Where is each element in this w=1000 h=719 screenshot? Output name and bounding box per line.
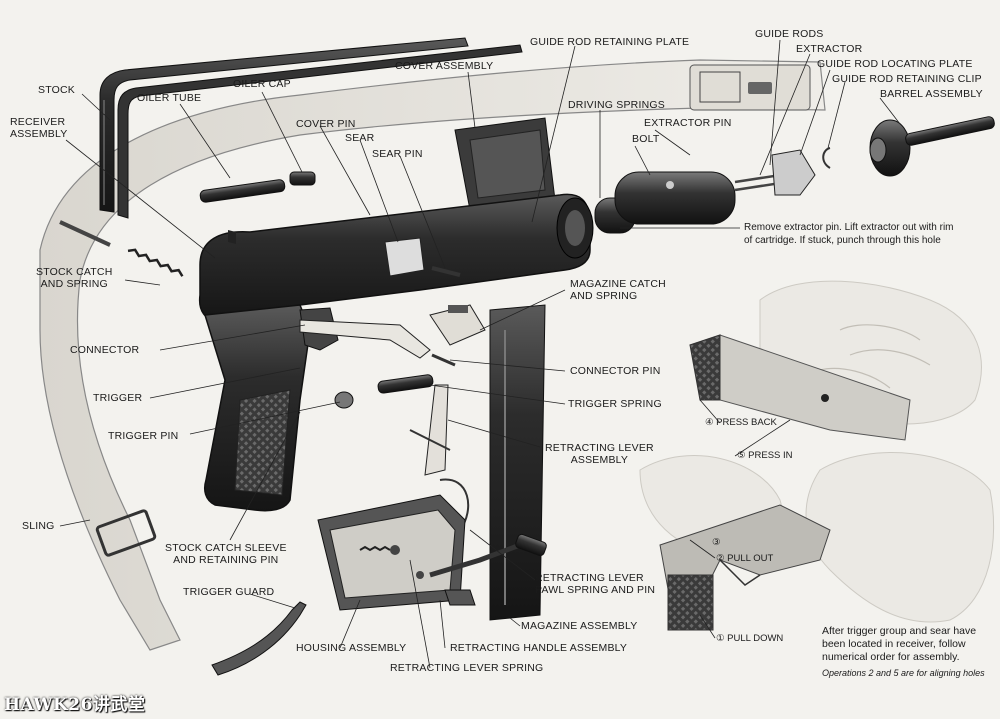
trigger-spring-part	[377, 374, 434, 394]
label-magazine-catch-and-spring: MAGAZINE CATCH AND SPRING	[570, 278, 666, 302]
assembly-small-note: Operations 2 and 5 are for aligning hole…	[822, 668, 985, 678]
label-retracting-handle-assembly: RETRACTING HANDLE ASSEMBLY	[450, 642, 628, 654]
label-extractor: EXTRACTOR	[796, 43, 863, 55]
step-pull-out: ② PULL OUT	[716, 553, 774, 564]
extractor-note: Remove extractor pin. Lift extractor out…	[744, 222, 954, 246]
label-guide-rod-retaining-clip: GUIDE ROD RETAINING CLIP	[832, 73, 982, 85]
label-bolt: BOLT	[632, 133, 660, 145]
label-stock-catch-sleeve: STOCK CATCH SLEEVE AND RETAINING PIN	[165, 542, 287, 566]
housing-small-parts	[390, 545, 424, 579]
retracting-handle-part	[429, 533, 547, 606]
label-stock-catch-and-spring: STOCK CATCH AND SPRING	[36, 266, 113, 290]
step-press-back: ④ PRESS BACK	[705, 417, 777, 428]
label-cover-assembly: COVER ASSEMBLY	[395, 60, 494, 72]
label-barrel-assembly: BARREL ASSEMBLY	[880, 88, 983, 100]
label-magazine-assembly: MAGAZINE ASSEMBLY	[521, 620, 638, 632]
label-connector-pin: CONNECTOR PIN	[570, 365, 661, 377]
connector-part	[299, 319, 431, 359]
barrel-part	[869, 116, 995, 177]
locating-plate-part	[771, 149, 816, 196]
stock-catch-part	[59, 220, 184, 277]
label-connector: CONNECTOR	[70, 344, 140, 356]
label-cover-pin: COVER PIN	[296, 118, 356, 130]
label-receiver-assembly: RECEIVER ASSEMBLY	[10, 116, 68, 140]
label-housing-assembly: HOUSING ASSEMBLY	[296, 642, 407, 654]
label-oiler-cap: OILER CAP	[233, 78, 291, 90]
label-trigger-guard: TRIGGER GUARD	[183, 586, 275, 598]
oiler-tube-part	[199, 171, 316, 203]
inset-receiver-upper	[689, 334, 911, 441]
cover-assembly-part	[454, 117, 556, 211]
label-retracting-lever-assembly: RETRACTING LEVER ASSEMBLY	[545, 442, 654, 466]
connector-pin-part	[431, 353, 456, 367]
retracting-lever-part	[409, 384, 451, 476]
label-oiler-tube: OILER TUBE	[137, 92, 202, 104]
inset-receiver-lower	[659, 504, 831, 631]
label-guide-rod-locating-plate: GUIDE ROD LOCATING PLATE	[817, 58, 973, 70]
label-stock: STOCK	[38, 84, 75, 96]
watermark: HAWK26讲武堂	[4, 695, 146, 715]
label-driving-springs: DRIVING SPRINGS	[568, 99, 665, 111]
retaining-clip-part	[822, 147, 831, 169]
sear-pin-part	[431, 266, 461, 277]
sling-strap	[39, 59, 826, 651]
label-sear: SEAR	[345, 132, 375, 144]
label-retracting-lever-pawl: RETRACTING LEVER PAWL SPRING AND PIN	[535, 572, 656, 596]
sear-part	[384, 237, 425, 277]
step-pull-down: ① PULL DOWN	[716, 633, 784, 644]
wire-stock	[99, 37, 523, 219]
label-guide-rod-retaining-plate: GUIDE ROD RETAINING PLATE	[530, 36, 690, 48]
label-sear-pin: SEAR PIN	[372, 148, 423, 160]
label-trigger: TRIGGER	[93, 392, 143, 404]
label-retracting-lever-spring: RETRACTING LEVER SPRING	[390, 662, 544, 674]
label-sling: SLING	[22, 520, 55, 532]
magazine-catch-part	[429, 304, 486, 346]
trigger-pin-part	[334, 391, 354, 409]
step-three: ③	[712, 537, 721, 548]
step-press-in: ⑤ PRESS IN	[737, 450, 793, 461]
leader-lines	[59, 39, 901, 669]
label-extractor-pin: EXTRACTOR PIN	[644, 117, 732, 129]
assembly-note: After trigger group and sear have been l…	[822, 625, 977, 663]
bolt-part	[614, 171, 736, 225]
label-trigger-spring: TRIGGER SPRING	[568, 398, 662, 410]
trigger-guard-part	[211, 601, 307, 676]
label-trigger-pin: TRIGGER PIN	[108, 430, 179, 442]
label-guide-rods: GUIDE RODS	[755, 28, 824, 40]
